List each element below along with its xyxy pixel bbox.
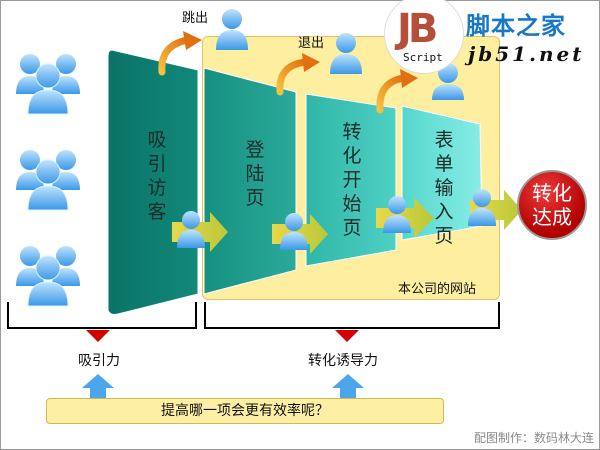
person-icon [468,189,496,226]
exited-person-icon [216,9,248,50]
conversion-goal-badge: 转化达成 [517,170,587,240]
up-arrow-2 [332,374,364,398]
stage-2-label: 登陆页 [245,139,265,209]
exit-arrow-2 [276,53,320,96]
bracket-marker-1 [86,330,110,342]
person-icon [383,196,411,233]
logo-site-domain: jb51.net [468,42,585,66]
stage-3-label: 转化开始页 [342,121,362,239]
visitor-group-icon [16,54,80,115]
exit-label-bounce: 跳出 [182,11,209,26]
funnel-stage-1-panel [107,49,199,315]
stage-1-label: 吸引访客 [147,129,167,223]
credit-text: 配图制作：数码林大连 [473,431,594,445]
exit-arrow-1 [158,31,202,76]
question-banner: 提高哪一项会更有效率呢？ [46,398,444,424]
logo-badge: JB Script [384,0,464,74]
person-icon [280,213,308,250]
funnel-stage-3-panel [305,93,397,267]
company-website-label: 本公司的网站 [398,282,477,297]
person-icon [177,211,205,248]
stage-4-label: 表单输入页 [434,129,454,247]
conversion-bracket [204,302,500,329]
goal-label-line2: 达成 [532,205,572,229]
logo-mark: JB [397,6,438,52]
exit-label-quit: 退出 [298,36,325,51]
up-arrow-1 [82,374,114,398]
exit-arrow-3 [376,69,418,114]
visitor-group-icon [16,246,80,307]
goal-label-line1: 转化 [532,181,572,205]
bracket-marker-2 [335,330,359,342]
attraction-bracket [7,302,197,329]
attraction-label: 吸引力 [78,353,120,369]
logo-site-name: 脚本之家 [466,12,566,40]
visitor-group-icon [16,150,80,211]
conversion-power-label: 转化诱导力 [308,353,378,369]
logo-mark-sub: Script [403,51,443,64]
exited-person-icon [330,33,362,74]
